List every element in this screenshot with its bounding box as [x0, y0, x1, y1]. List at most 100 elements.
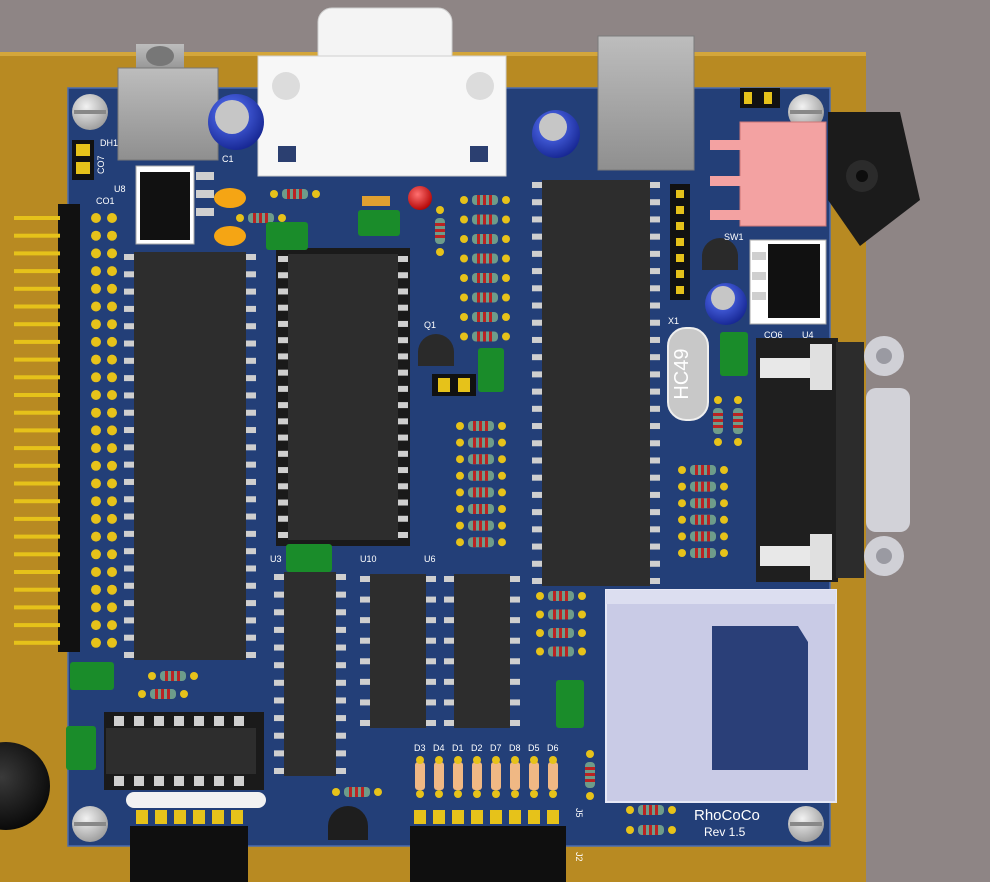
resistor-band	[349, 787, 352, 797]
chip-main-pin	[650, 302, 660, 309]
chip-ram-pin	[278, 418, 288, 425]
chip-main-pin	[532, 440, 542, 447]
resistor-pad	[456, 521, 464, 530]
edge-pad	[107, 336, 117, 347]
led-pad	[549, 756, 557, 764]
chip-main-pin	[532, 405, 542, 412]
chip-u3-pin	[274, 732, 284, 739]
chip-main-pin	[650, 216, 660, 223]
resistor-band	[177, 671, 180, 681]
chip-main-pin	[650, 285, 660, 292]
chip-main-pin	[650, 319, 660, 326]
chip-main-pin	[532, 285, 542, 292]
resistor-pad	[498, 455, 506, 464]
edge-pad	[107, 496, 117, 507]
chip-ram-pin	[278, 499, 288, 506]
edge-pin	[14, 534, 60, 539]
chip-ram-pin	[278, 450, 288, 457]
resistor-band	[485, 437, 488, 448]
chip-ram-pin	[398, 450, 408, 457]
edge-pad	[91, 531, 101, 542]
chip-main-pin	[532, 250, 542, 257]
chip-ram-pin	[398, 515, 408, 522]
label-co1: CO1	[96, 196, 115, 206]
edge-pin	[14, 481, 60, 486]
chip-ram-pin	[398, 337, 408, 344]
co7-jumper	[72, 140, 94, 180]
resistor-band	[483, 195, 486, 205]
resistor-pad	[460, 293, 468, 302]
edge-pad	[107, 460, 117, 471]
chip-cpu-pin	[246, 496, 256, 503]
label-sw1: SW1	[724, 232, 744, 242]
chip-ram-pin	[278, 385, 288, 392]
resistor-band	[489, 312, 492, 322]
resistor-band	[649, 805, 652, 815]
resistors	[138, 189, 743, 835]
resistor-pad	[720, 466, 728, 474]
edge-pad	[91, 425, 101, 436]
edge-pin	[14, 640, 60, 645]
edge-pad	[107, 584, 117, 595]
resistor-pad	[374, 788, 382, 796]
resistor-band	[473, 487, 476, 498]
edge-pad	[107, 549, 117, 560]
led-pad	[435, 790, 443, 798]
edge-pad	[107, 266, 117, 277]
resistor-band	[483, 253, 486, 264]
chip-u3-pin	[336, 609, 346, 616]
resistor-band	[299, 189, 302, 199]
edge-pad	[107, 390, 117, 400]
resistor-band	[489, 273, 492, 283]
resistor-band	[479, 470, 482, 481]
resistor-pad	[270, 190, 278, 198]
header-pin	[414, 810, 426, 824]
resistor-band	[477, 234, 480, 244]
chip-u6-pin	[444, 617, 454, 624]
chip-main-pin	[532, 182, 542, 188]
chip-u10-pin	[360, 658, 370, 665]
chip-cpu-pin	[246, 548, 256, 555]
led-pad	[435, 756, 443, 764]
chip-cpu-pin	[246, 305, 256, 312]
led-pad	[473, 756, 481, 764]
chip-main-pin	[532, 388, 542, 395]
resistor-pad	[668, 806, 676, 814]
chip-main-pin	[650, 474, 660, 481]
resistor-band	[473, 520, 476, 531]
resistor-band	[473, 470, 476, 481]
header-pin	[452, 810, 464, 824]
edge-pad	[91, 213, 101, 223]
led-label: D8	[509, 743, 521, 753]
chip-main-pin	[532, 560, 542, 567]
led-pad	[473, 790, 481, 798]
chip-main-pin	[532, 491, 542, 498]
resistor-band	[701, 548, 704, 558]
chip-u10-pin	[426, 678, 436, 685]
resistor-pad	[626, 806, 634, 814]
led-pad	[511, 756, 519, 764]
resistor-band	[361, 787, 364, 797]
header-pin	[212, 810, 224, 824]
chip-cpu-pin	[124, 513, 134, 520]
resistor-band	[553, 591, 556, 601]
header-pin	[509, 810, 521, 824]
chip-main-pin	[650, 250, 660, 257]
resistor-band	[171, 671, 174, 681]
edge-pin	[14, 623, 60, 628]
edge-pad	[91, 354, 101, 365]
mounting-screws	[72, 94, 824, 842]
label-co6: CO6	[764, 330, 783, 340]
chip-main-pin	[532, 578, 542, 584]
power-led	[408, 186, 432, 210]
chip-cpu-pin	[124, 323, 134, 330]
chip-cpu	[134, 252, 246, 660]
edge-pad	[107, 354, 117, 365]
edge-pad	[107, 248, 117, 259]
chip-cpu-pin	[246, 288, 256, 295]
edge-pad	[91, 602, 101, 613]
resistor-band	[643, 805, 646, 815]
edge-pin	[14, 286, 60, 291]
chip-u3-pin	[274, 662, 284, 669]
chip-cpu-pin	[246, 427, 256, 434]
